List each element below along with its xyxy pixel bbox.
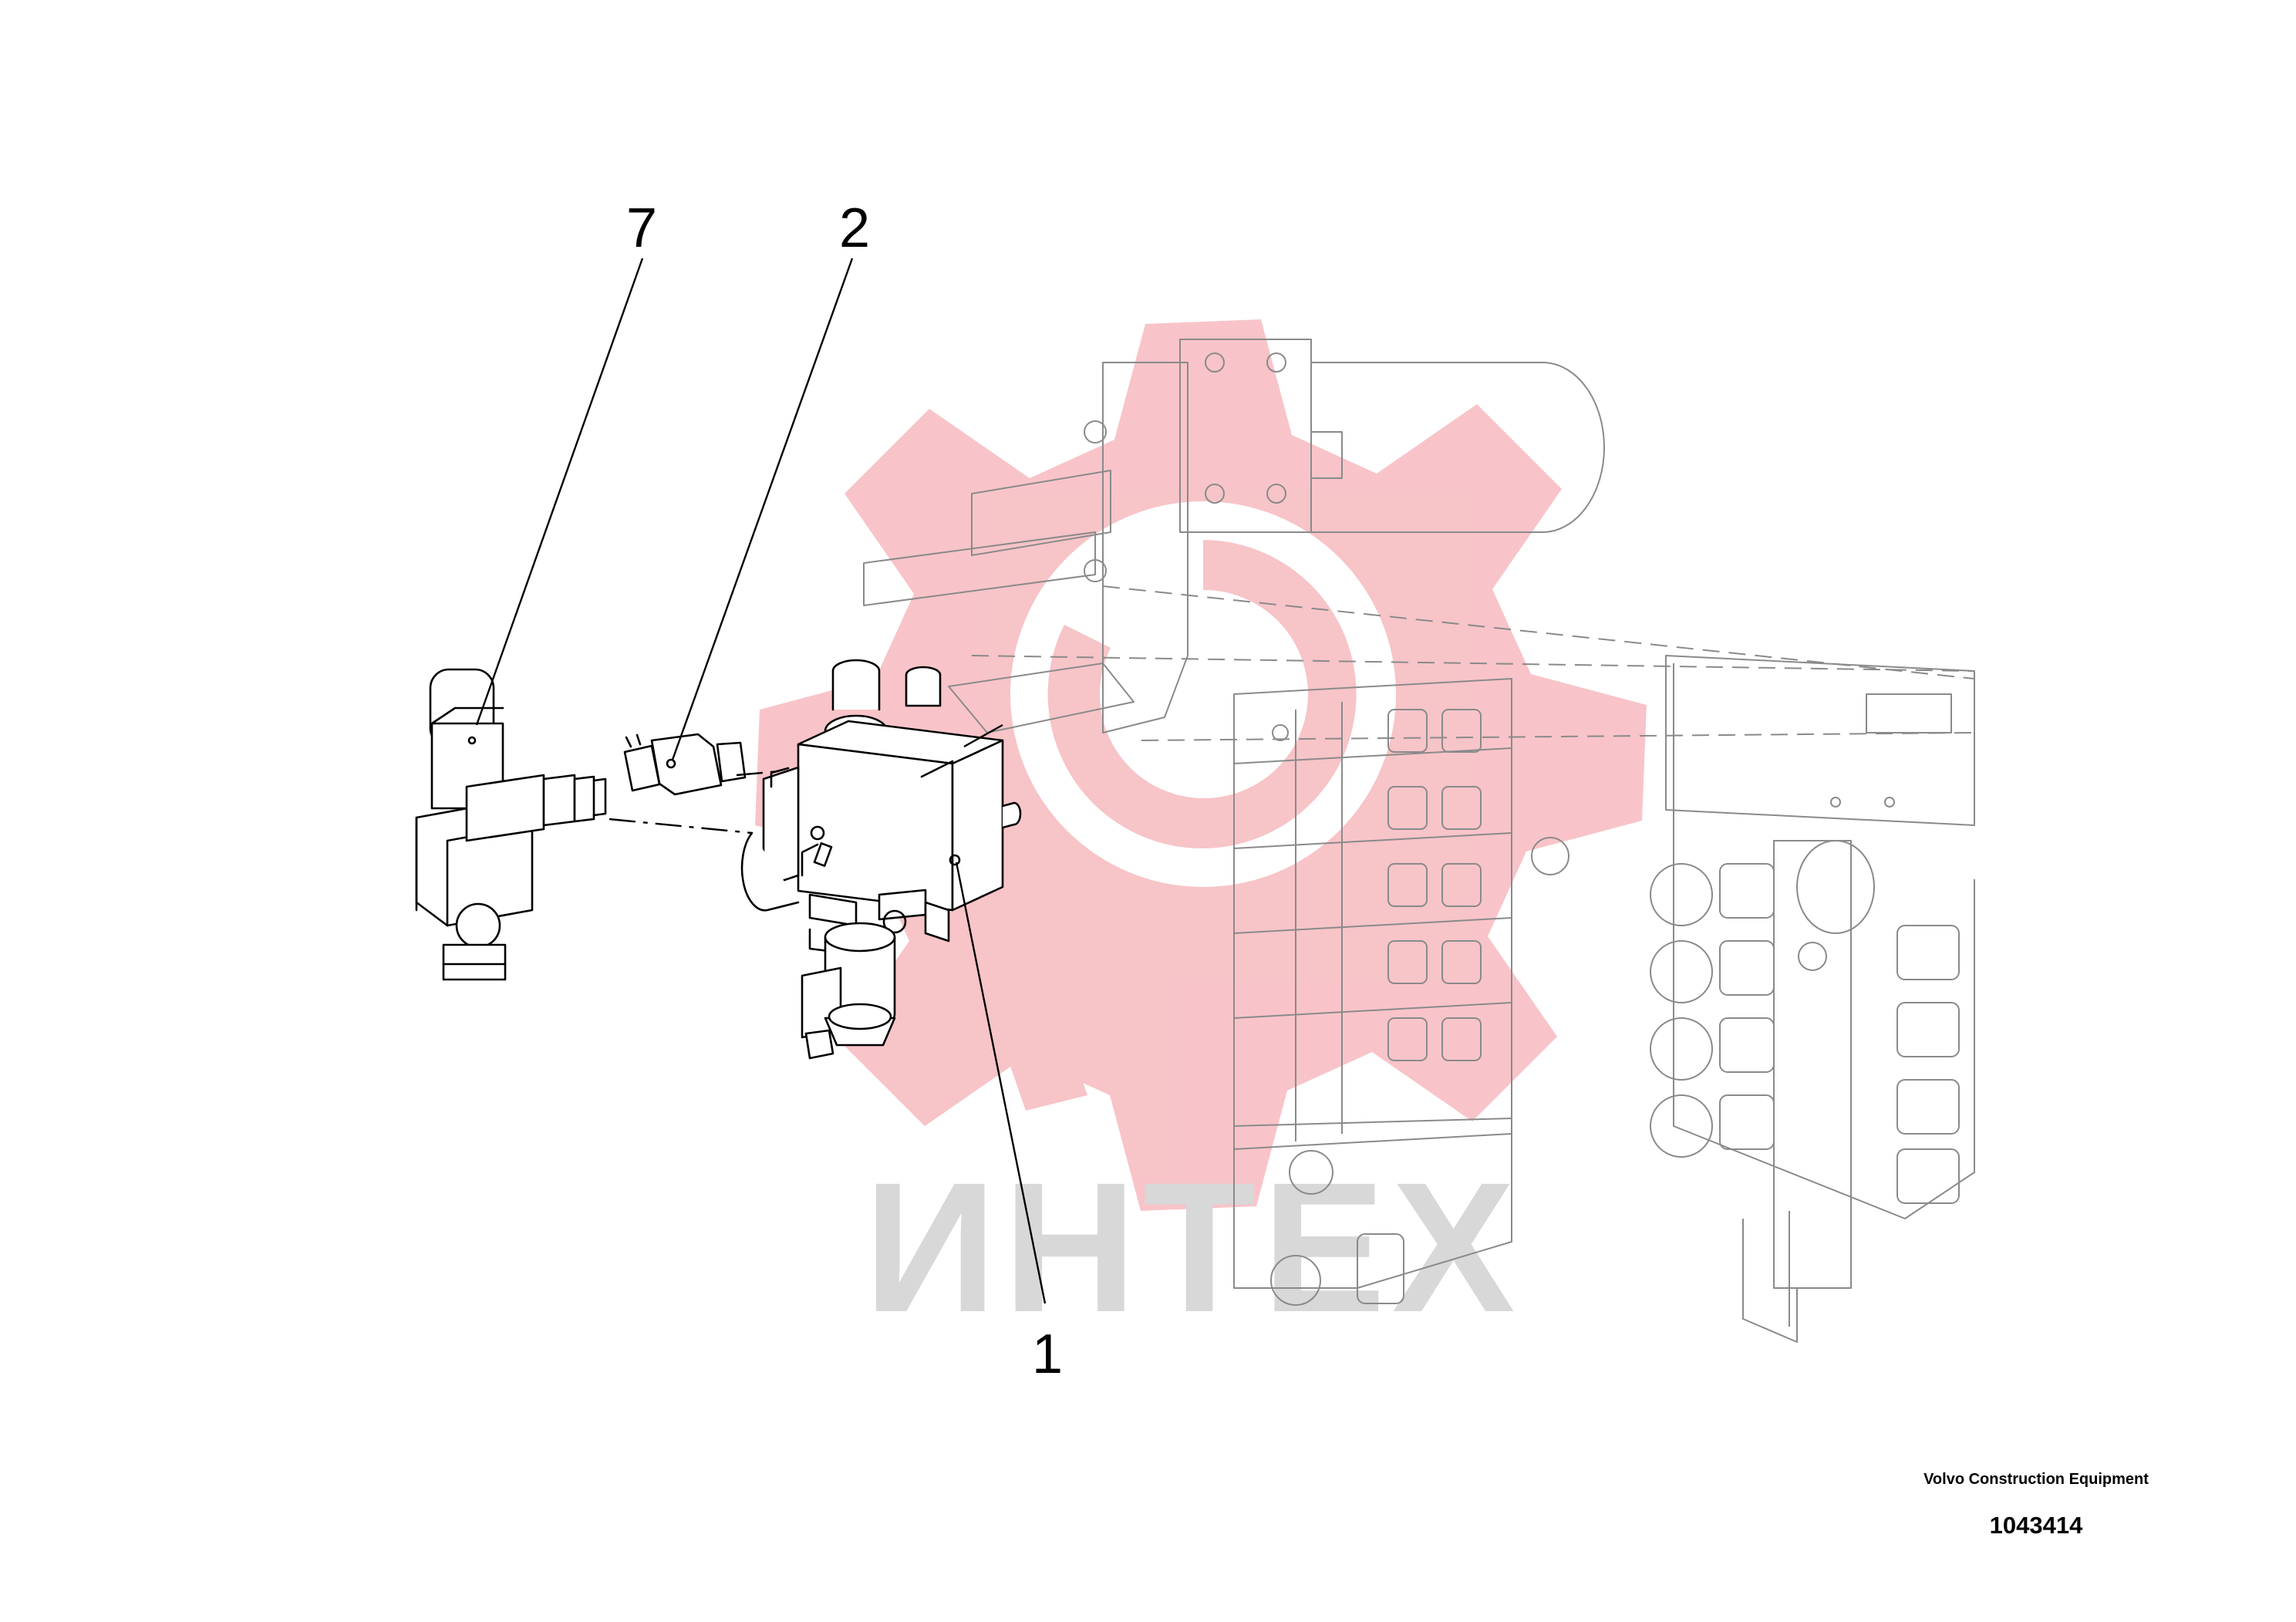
- drawing-number: 1043414: [1989, 1512, 2083, 1539]
- part-7-solenoid-valve: [415, 668, 607, 981]
- assembly-line-sensor: [736, 770, 780, 777]
- callout-7: 7: [626, 197, 657, 259]
- leader-line-2: [671, 258, 854, 760]
- company-name: Volvo Construction Equipment: [1923, 1471, 2149, 1488]
- watermark-gear-logo: [755, 319, 1647, 1211]
- part-2-pressure-sensor: [623, 733, 747, 796]
- watermark-text: ИНТЕХ: [864, 1144, 1522, 1351]
- leader-line-1: [955, 862, 1047, 1304]
- leader-line-7: [475, 258, 644, 726]
- callout-2: 2: [839, 197, 870, 259]
- part-1-valve-block: [740, 659, 1022, 1060]
- assembly-line-solenoid: [609, 818, 753, 835]
- assembly-line-top: [963, 723, 1003, 748]
- callout-1: 1: [1032, 1324, 1063, 1385]
- background-machine-frame: [863, 339, 1975, 1343]
